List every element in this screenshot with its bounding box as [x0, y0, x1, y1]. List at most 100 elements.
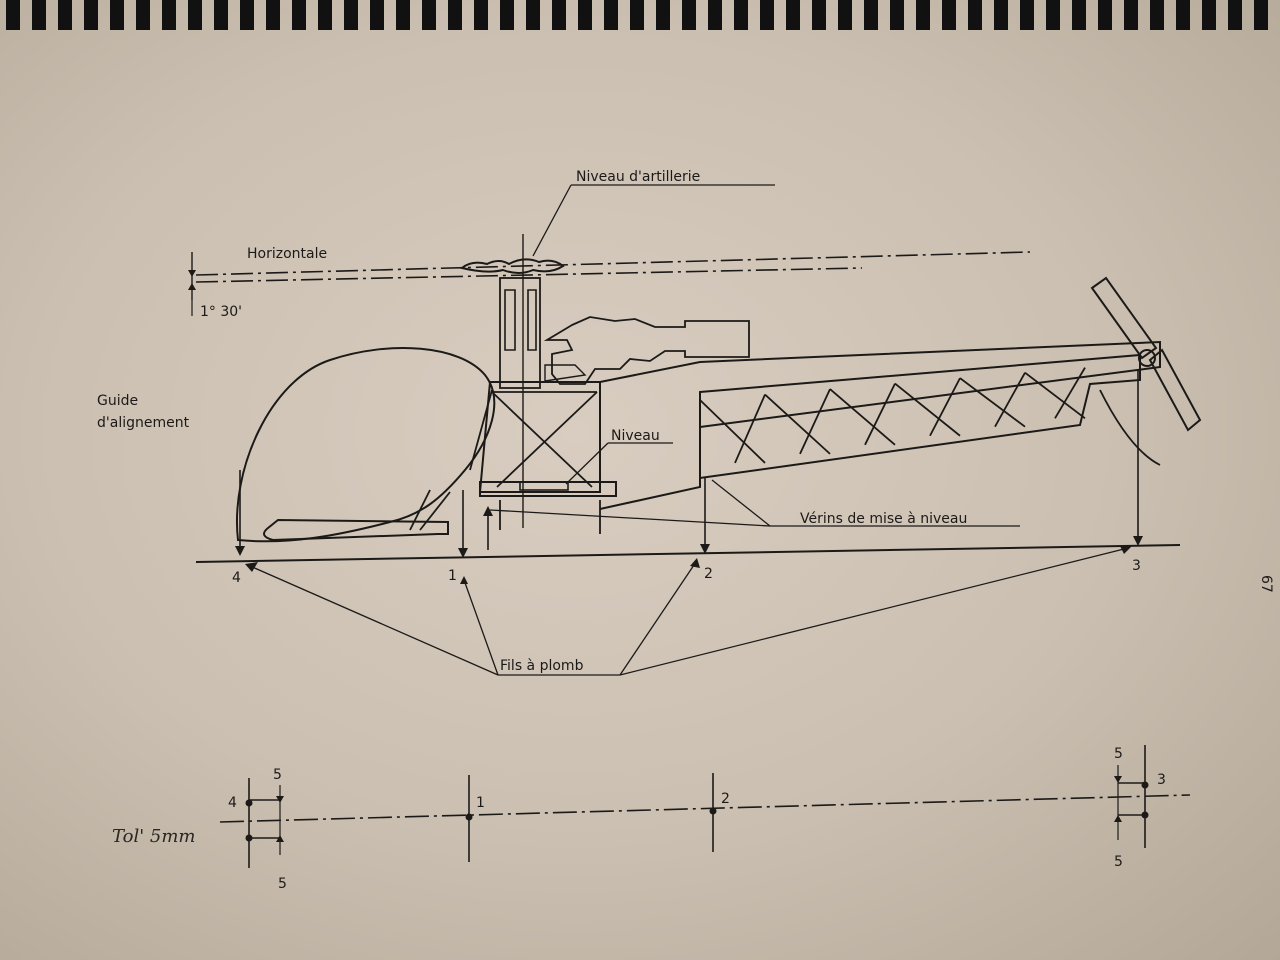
guide-label-line2: d'alignement: [97, 415, 190, 431]
verins-leader-b: [711, 479, 771, 527]
truss-diagonal: [864, 383, 896, 446]
angle-arrow-top: [188, 270, 196, 277]
binding-hole: [656, 0, 670, 30]
binding-hole: [58, 0, 72, 30]
cabin-bracing: [469, 389, 598, 488]
fils-a-plomb-label: Fils à plomb: [500, 658, 584, 674]
plumb-line-4: [235, 470, 245, 556]
binding-hole: [812, 0, 826, 30]
binding-hole: [448, 0, 462, 30]
binding-hole: [214, 0, 228, 30]
binding-hole: [968, 0, 982, 30]
binding-hole: [474, 0, 488, 30]
binding-hole: [838, 0, 852, 30]
engine-detail: [544, 364, 587, 382]
truss-diagonal: [734, 394, 766, 464]
binding-hole: [760, 0, 774, 30]
binding-hole: [994, 0, 1008, 30]
plan-point-1-label: 1: [476, 795, 485, 811]
niveau-leader: [565, 442, 609, 485]
binding-hole: [1072, 0, 1086, 30]
binding-hole: [162, 0, 176, 30]
tolerance-left-bottom: 5: [278, 876, 287, 892]
truss-diagonal: [929, 377, 961, 437]
fuselage-outline: [599, 340, 1161, 510]
guide-label-line1: Guide: [97, 393, 138, 409]
truss-diagonal: [994, 372, 1026, 428]
binding-hole: [1020, 0, 1034, 30]
point-3-label: 3: [1132, 558, 1141, 574]
verins-label: Vérins de mise à niveau: [800, 511, 967, 527]
binding-hole: [188, 0, 202, 30]
binding-hole: [344, 0, 358, 30]
rotor-blade-line: [195, 267, 863, 283]
binding-hole: [578, 0, 592, 30]
truss-diagonal: [1054, 367, 1086, 419]
binding-hole: [1176, 0, 1190, 30]
binding-hole: [110, 0, 124, 30]
tolerance-right-top: 5: [1114, 746, 1123, 762]
angle-label: 1° 30': [200, 304, 242, 320]
point-2-label: 2: [704, 566, 713, 582]
truss-diagonal: [699, 399, 766, 464]
binding-hole: [786, 0, 800, 30]
binding-hole: [942, 0, 956, 30]
binding-hole: [500, 0, 514, 30]
truss-members: [699, 367, 1086, 464]
cabin-frame: [478, 381, 601, 493]
tolerance-right-bottom: 5: [1114, 854, 1123, 870]
binding-hole: [916, 0, 930, 30]
niveau-artillerie-label: Niveau d'artillerie: [576, 169, 700, 185]
tail-boom-truss: [699, 353, 1141, 480]
plumb-line-3: [1133, 370, 1143, 546]
truss-diagonal: [959, 377, 1026, 428]
skid-struts: [409, 489, 601, 534]
binding-hole: [1228, 0, 1242, 30]
alignment-axis: [219, 794, 1191, 823]
artillery-level-leader: [532, 184, 572, 257]
tail-skid: [1099, 389, 1161, 466]
binding-hole: [604, 0, 618, 30]
binding-hole: [630, 0, 644, 30]
jack-arrow: [483, 506, 493, 550]
mast-detail: [504, 289, 537, 351]
truss-diagonal: [799, 388, 831, 455]
binding-hole: [552, 0, 566, 30]
binding-hole: [370, 0, 384, 30]
binding-hole: [396, 0, 410, 30]
handwritten-tolerance-note: Tol' 5mm: [112, 826, 195, 847]
angle-arrow-bottom: [188, 283, 196, 290]
binding-hole: [6, 0, 20, 30]
point-1-label: 1: [448, 568, 457, 584]
tail-rotor-hub: [1138, 349, 1156, 367]
binding-hole: [318, 0, 332, 30]
binding-hole: [1098, 0, 1112, 30]
tail-rotor-blade-lower: [1148, 348, 1202, 432]
binding-hole: [708, 0, 722, 30]
alignment-plan-view: [219, 745, 1191, 868]
plumb-line-1: [458, 490, 468, 558]
cockpit-bubble: [236, 347, 496, 543]
horizontale-label: Horizontale: [247, 246, 327, 262]
binding-hole: [526, 0, 540, 30]
binding-hole: [32, 0, 46, 30]
ground-reference-line: [195, 544, 1181, 563]
binding-hole: [734, 0, 748, 30]
plumb-line-2: [700, 478, 710, 554]
binding-hole: [266, 0, 280, 30]
binding-hole: [292, 0, 306, 30]
plan-point-3-label: 3: [1157, 772, 1166, 788]
rotor-head: [459, 258, 565, 274]
tolerance-left-top: 5: [273, 767, 282, 783]
truss-diagonal: [894, 382, 961, 437]
tail-rotor-blade-upper: [1090, 276, 1158, 360]
engine-block: [543, 316, 750, 385]
plan-point-2-label: 2: [721, 791, 730, 807]
binding-hole: [422, 0, 436, 30]
plan-point-4-label: 4: [228, 795, 237, 811]
binding-hole: [682, 0, 696, 30]
binding-hole: [890, 0, 904, 30]
binding-hole: [136, 0, 150, 30]
